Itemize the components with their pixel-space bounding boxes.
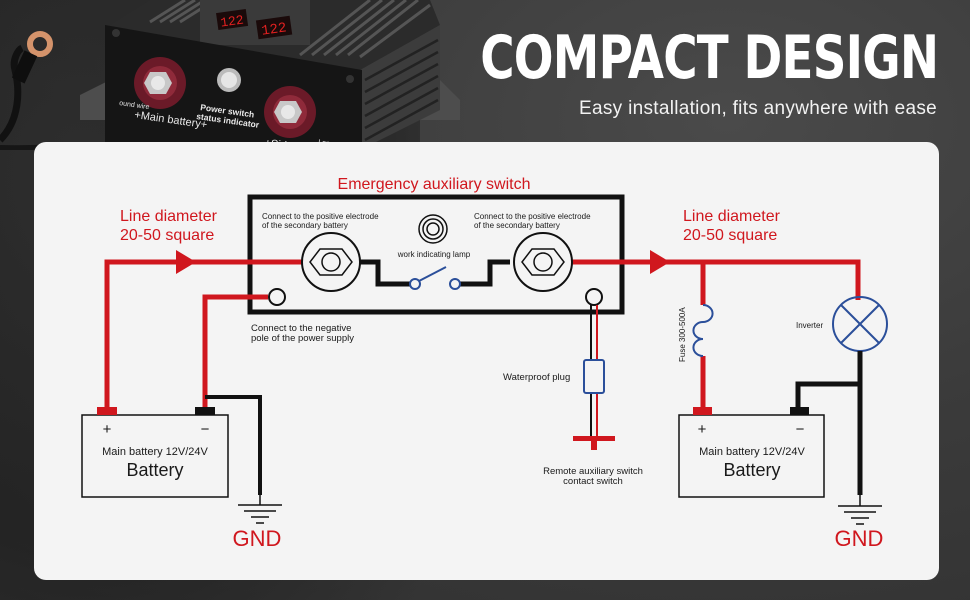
left-terminal-label-line1: Connect to the positive electrode [262, 212, 379, 221]
voltage-reading: 122 [260, 20, 287, 39]
ground-symbol-right-icon [838, 495, 882, 525]
negative-label-line2: pole of the power supply [251, 333, 354, 344]
ground-symbol-left-icon [238, 495, 282, 524]
left-wire-label-line2: 20-50 square [120, 227, 214, 244]
current-arrow-icon [176, 250, 196, 274]
lamp-label: work indicating lamp [397, 250, 471, 259]
right-wire-label-line1: Line diameter [683, 208, 781, 225]
black-wire-switch-right [457, 259, 510, 287]
left-battery: + − Main battery 12V/24V Battery [81, 407, 229, 498]
black-wire-switch-left [358, 259, 410, 287]
black-wire-right-negative [795, 381, 860, 410]
right-terminal-icon [513, 232, 573, 292]
gnd-label-left: GND [233, 526, 282, 551]
terminal-sleeve [11, 50, 38, 84]
inverter-icon [832, 296, 888, 352]
diagram-panel [34, 142, 939, 580]
negative-post [790, 407, 809, 415]
inverter-label: Inverter [796, 321, 823, 330]
current-arrow-icon [650, 250, 670, 274]
voltage-display [255, 15, 293, 40]
fuse-icon [692, 304, 714, 357]
remote-switch-label-line2: contact switch [563, 476, 623, 487]
ground-wire-label: ound wire [119, 100, 150, 111]
right-battery: + − Main battery 12V/24V Battery [678, 407, 825, 498]
switch-box [247, 194, 625, 315]
screw-icon [112, 29, 120, 37]
right-terminal-label-line1: Connect to the positive electrode [474, 212, 591, 221]
remote-switch-label-line1: Remote auxiliary switch [543, 466, 643, 477]
work-lamp-icon [418, 214, 448, 244]
red-wire-right [570, 250, 861, 412]
switch-title: Emergency auxiliary switch [338, 176, 531, 193]
black-wire-left-ground [205, 395, 262, 495]
battery-spec: Main battery 12V/24V [102, 446, 208, 458]
negative-sign: − [201, 421, 210, 438]
negative-sign: − [796, 421, 805, 438]
battery-name: Battery [126, 460, 183, 480]
positive-post [693, 407, 712, 415]
battery-spec: Main battery 12V/24V [699, 446, 805, 458]
battery-name: Battery [723, 460, 780, 480]
screw-icon [346, 75, 354, 83]
red-wire-negative [202, 294, 268, 410]
ring-terminal-icon [27, 31, 53, 57]
cable [0, 44, 25, 143]
negative-label-line1: Connect to the negative [251, 323, 351, 334]
gnd-label-right: GND [835, 526, 884, 551]
fuse-label: Fuse 300-500A [678, 307, 687, 362]
remote-terminal-icon [585, 288, 603, 306]
left-wire-label-line1: Line diameter [120, 208, 218, 225]
page-title: COMPACT DESIGN [479, 23, 939, 93]
positive-post [97, 407, 117, 415]
remote-switch-icon [573, 436, 615, 450]
waterproof-plug-icon [583, 359, 605, 394]
left-terminal-label-line2: of the secondary battery [262, 221, 348, 230]
positive-sign: + [103, 421, 112, 438]
switch-contact-icon [409, 266, 461, 290]
product-photo: 122 122 ound wire +Main battery+ Power s… [0, 0, 460, 150]
negative-post [195, 407, 215, 415]
negative-terminal-icon [268, 288, 286, 306]
voltage-display [216, 8, 249, 31]
voltage-reading: 122 [219, 12, 244, 30]
waterproof-plug-label: Waterproof plug [503, 372, 570, 383]
positive-sign: + [698, 421, 707, 438]
red-wire-left [104, 250, 305, 410]
right-wire-label-line2: 20-50 square [683, 227, 777, 244]
page-subtitle: Easy installation, fits anywhere with ea… [579, 98, 937, 119]
right-terminal-label-line2: of the secondary battery [474, 221, 560, 230]
left-terminal-icon [301, 232, 361, 292]
